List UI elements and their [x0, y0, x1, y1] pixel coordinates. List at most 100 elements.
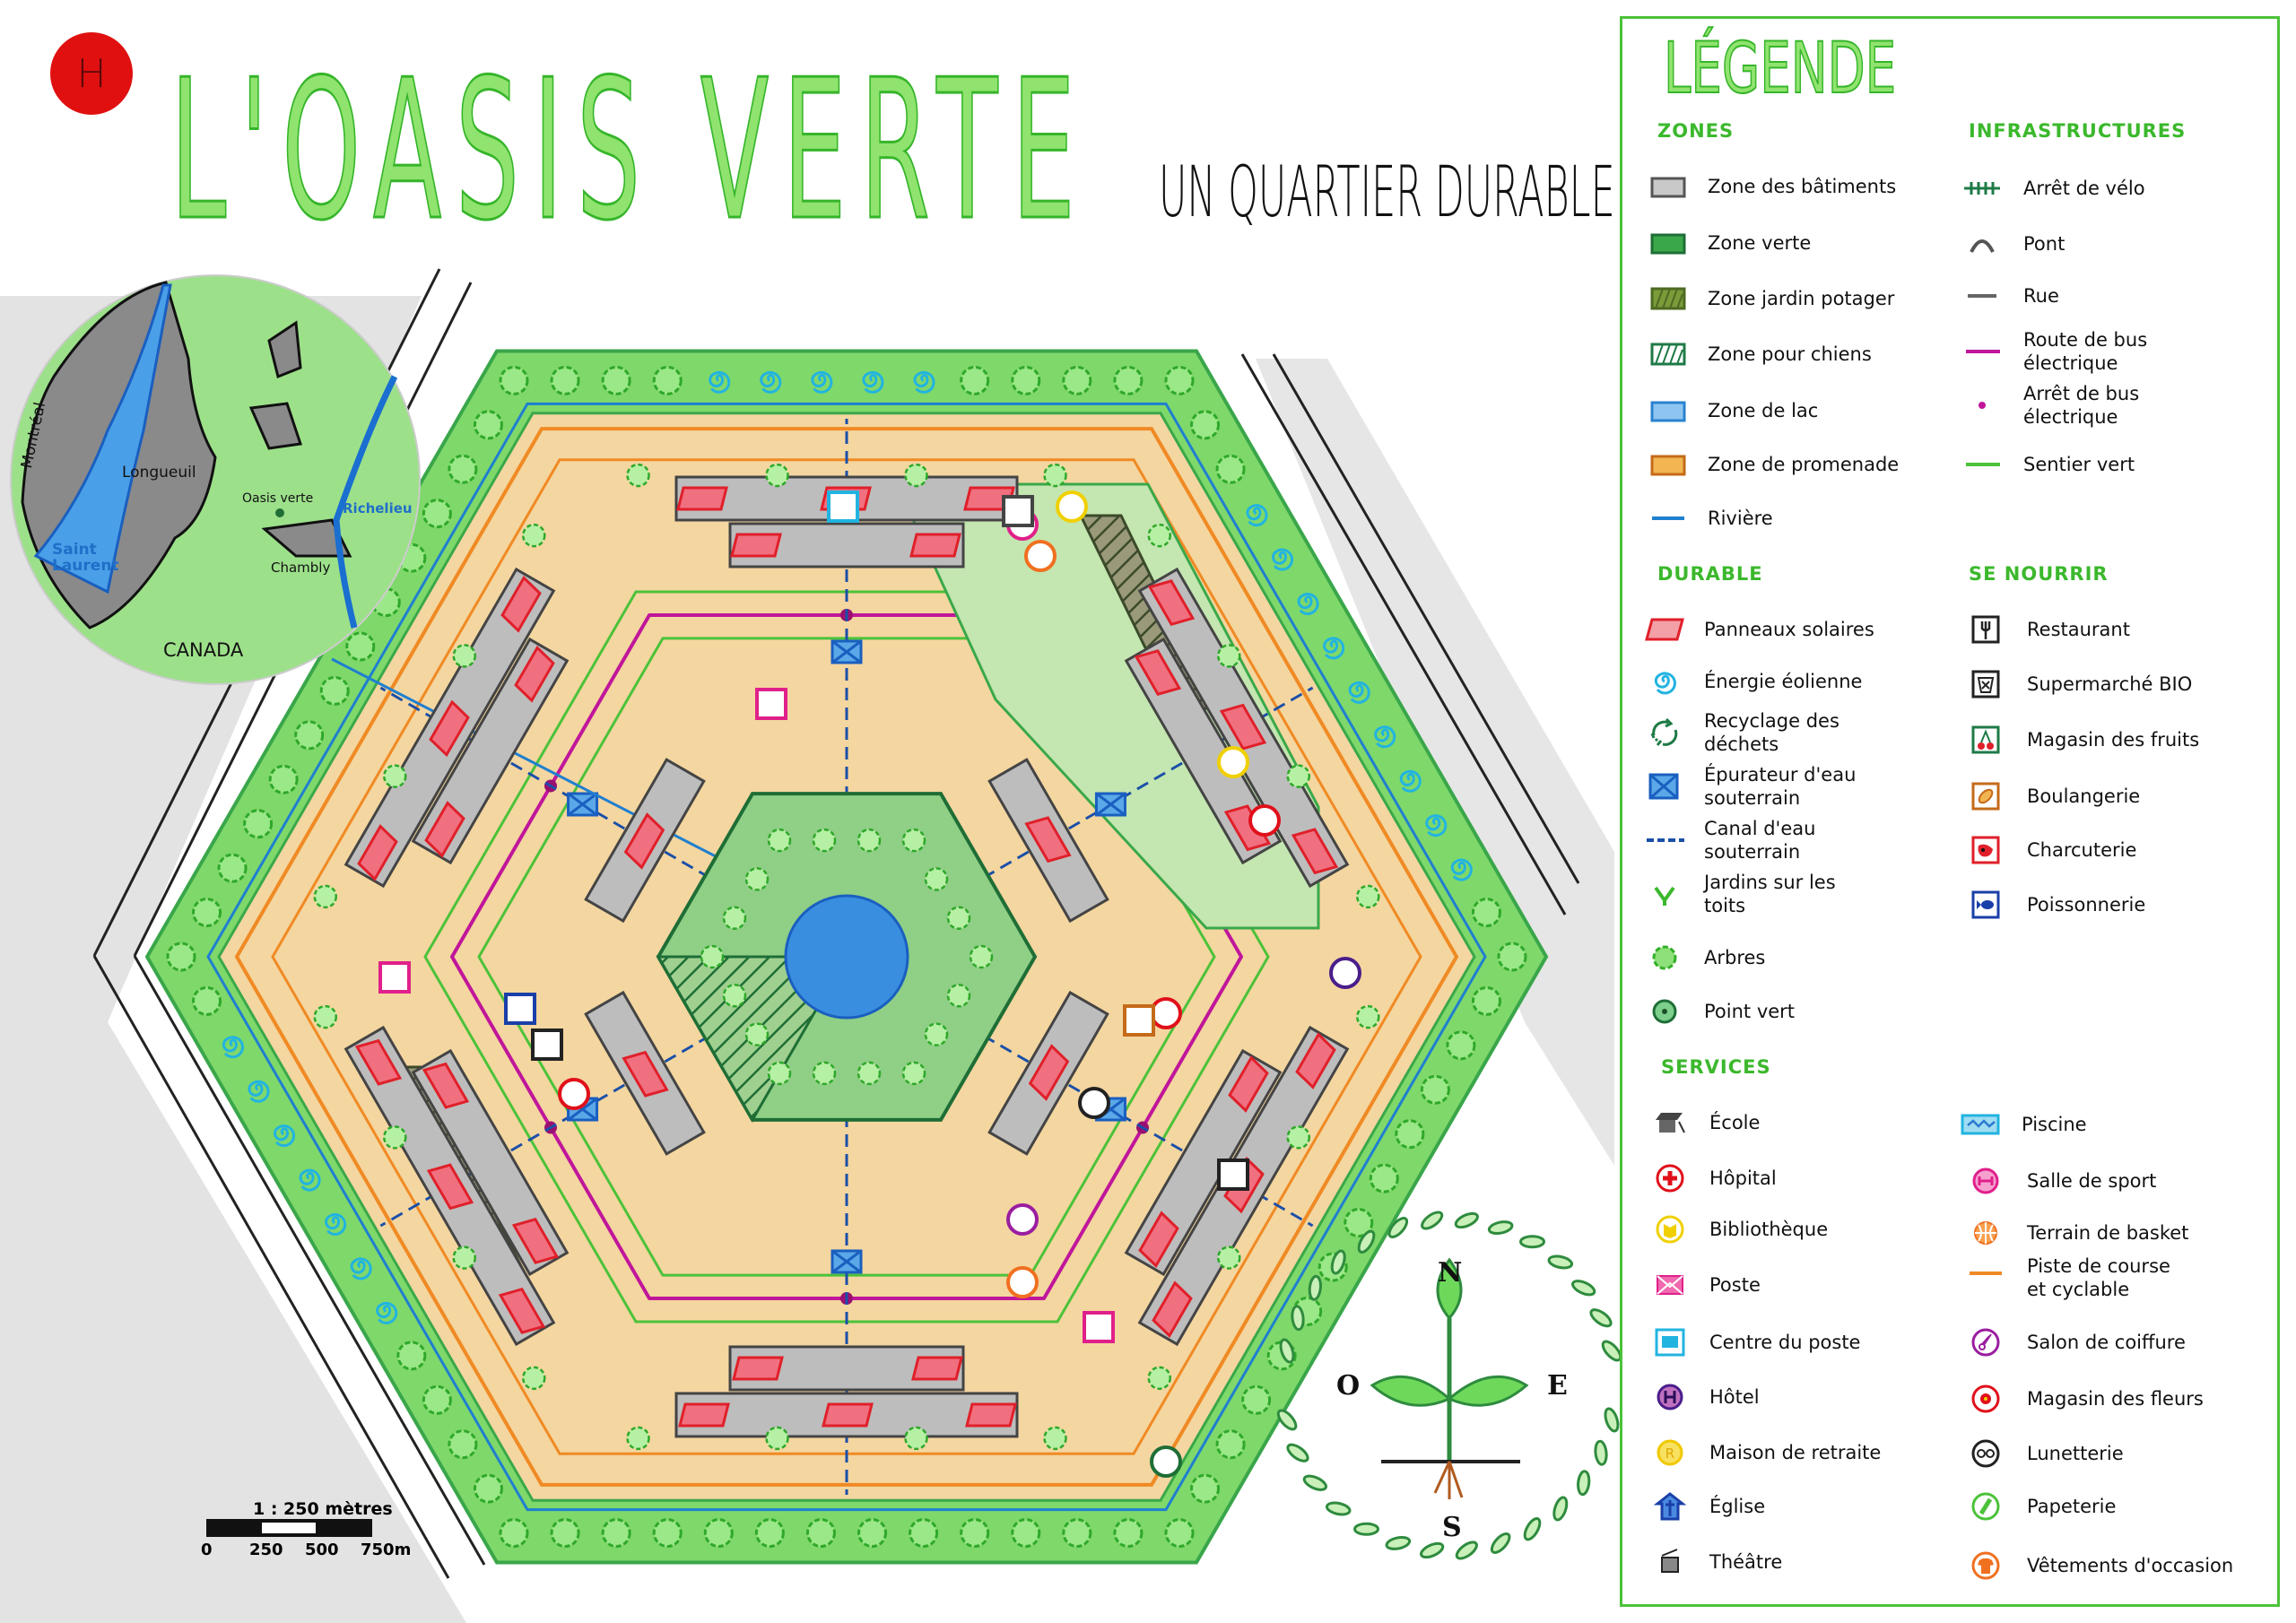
tree-icon [626, 1426, 650, 1451]
retirement-home-r-icon [1217, 746, 1249, 778]
hospital-cross-icon [1650, 1163, 1690, 1193]
legend-item: Point vert [1645, 996, 1795, 1027]
tree-icon [1043, 463, 1067, 488]
running-track [234, 427, 1459, 1487]
label-chambly: Chambly [271, 560, 331, 576]
tree-icon [192, 985, 222, 1016]
legend-item: Église [1650, 1491, 1765, 1522]
legend-item: Piscine [1961, 1109, 2087, 1140]
legend-item: Route de bus électrique [1962, 329, 2147, 374]
legend-item: Arbres [1645, 942, 1765, 973]
tree-icon [1217, 1245, 1241, 1270]
promenade-zone-icon [1648, 449, 1688, 480]
tree-icon [1147, 523, 1171, 548]
wind-energy-spiral-icon [709, 370, 731, 394]
tree-icon [924, 1022, 949, 1046]
mail-envelope-icon [378, 961, 411, 994]
tree-icon [946, 984, 971, 1008]
leaf-icon [1519, 1235, 1545, 1249]
stationery-pencil-icon [1966, 1491, 2005, 1522]
tree-icon [744, 1022, 770, 1046]
tree-icon [857, 1518, 888, 1549]
restaurant-fork-icon [1966, 614, 2005, 645]
leaf-icon [1353, 1522, 1379, 1536]
leaf-icon [1420, 1541, 1445, 1559]
legend-item: Piste de course et cyclable [1966, 1255, 2170, 1300]
tree-icon [313, 1004, 337, 1029]
tree-icon [313, 884, 337, 909]
glasses-icon [1966, 1438, 2005, 1469]
tree-icon [767, 828, 792, 853]
leaf-icon [1490, 1532, 1511, 1554]
tree-icon [652, 1518, 683, 1549]
tree-icon [1471, 985, 1501, 1016]
building-solar [344, 1025, 556, 1347]
legend-item: Jardins sur les toits [1645, 872, 1836, 916]
theatre-icon [1217, 1159, 1249, 1191]
legend-item: Magasin des fruits [1966, 725, 2199, 755]
wind-energy-spiral-icon [376, 1301, 398, 1324]
leaf-icon [1330, 1249, 1346, 1275]
legend-item: Magasin des fleurs [1966, 1384, 2204, 1414]
legend-item: Salon de coiffure [1966, 1327, 2186, 1358]
wind-energy-spiral-icon [1399, 769, 1422, 793]
legend-item: Centre du poste [1650, 1327, 1860, 1358]
flower-shop-icon [1150, 997, 1182, 1029]
post-center-icon [827, 490, 859, 523]
leaf-icon [1589, 1308, 1613, 1328]
label-canada: CANADA [163, 639, 244, 661]
road-edge [133, 955, 486, 1566]
tree-icon [601, 1518, 631, 1549]
road-edge [1272, 353, 1580, 884]
tree-icon [448, 454, 478, 484]
scale-tick: 500 [305, 1541, 339, 1559]
legend-item: Énergie éolienne [1645, 666, 1862, 697]
dog-zone-icon [1648, 339, 1688, 369]
leaf-icon [1604, 1407, 1620, 1433]
compass-east: E [1547, 1370, 1568, 1402]
legend-item: Lunetterie [1966, 1438, 2124, 1469]
plant-roots [1433, 1461, 1464, 1499]
church-icon [1650, 1491, 1690, 1522]
water-purifier-icon [831, 639, 863, 664]
tree-icon [1356, 1004, 1380, 1029]
leaf-icon [1385, 1535, 1412, 1550]
wind-energy-spiral-icon [913, 370, 935, 394]
legend-title: LÉGENDE [1663, 29, 1897, 109]
tree-icon [857, 828, 882, 853]
green-point-icon [1150, 1445, 1182, 1478]
leaf-icon [1594, 1439, 1608, 1466]
legend-item: Bibliothèque [1650, 1214, 1828, 1245]
tree-icon [217, 853, 248, 883]
water-purifier-icon [1094, 792, 1126, 817]
retirement-home-r-icon: R [1650, 1437, 1690, 1468]
vegetable-garden-icon [1648, 283, 1688, 314]
tree-icon [744, 867, 770, 891]
tree-icon [1062, 365, 1092, 395]
bike-stop-icon [1962, 173, 2002, 204]
leaf-icon [1601, 1340, 1622, 1362]
running-track-line-icon [1966, 1263, 2005, 1293]
tree-icon [452, 1245, 476, 1270]
tree-icon [1011, 1518, 1041, 1549]
legend-item: Panneaux solaires [1645, 614, 1874, 645]
leaf-icon [1279, 1338, 1295, 1364]
tree-icon [1190, 1473, 1221, 1504]
legend-item: Hôtel [1650, 1382, 1760, 1412]
tree-icon [1286, 1125, 1310, 1150]
inset-location-map [10, 274, 421, 685]
tree-icon [1217, 644, 1241, 668]
wind-energy-spiral-icon [1272, 548, 1294, 571]
bridge-icon [1962, 229, 2002, 259]
water-purifier-icon [567, 792, 599, 817]
tree-icon [904, 463, 928, 488]
tree-icon [1344, 1208, 1374, 1238]
legend-item: Arrêt de bus électrique [1962, 383, 2139, 428]
building-inner [987, 758, 1109, 924]
legend-item: École [1650, 1107, 1760, 1138]
building-solar [728, 1345, 965, 1392]
legend-item: Poste [1650, 1270, 1761, 1300]
hospital-cross-icon [1248, 804, 1281, 837]
legend-item: Zone verte [1648, 228, 1811, 258]
